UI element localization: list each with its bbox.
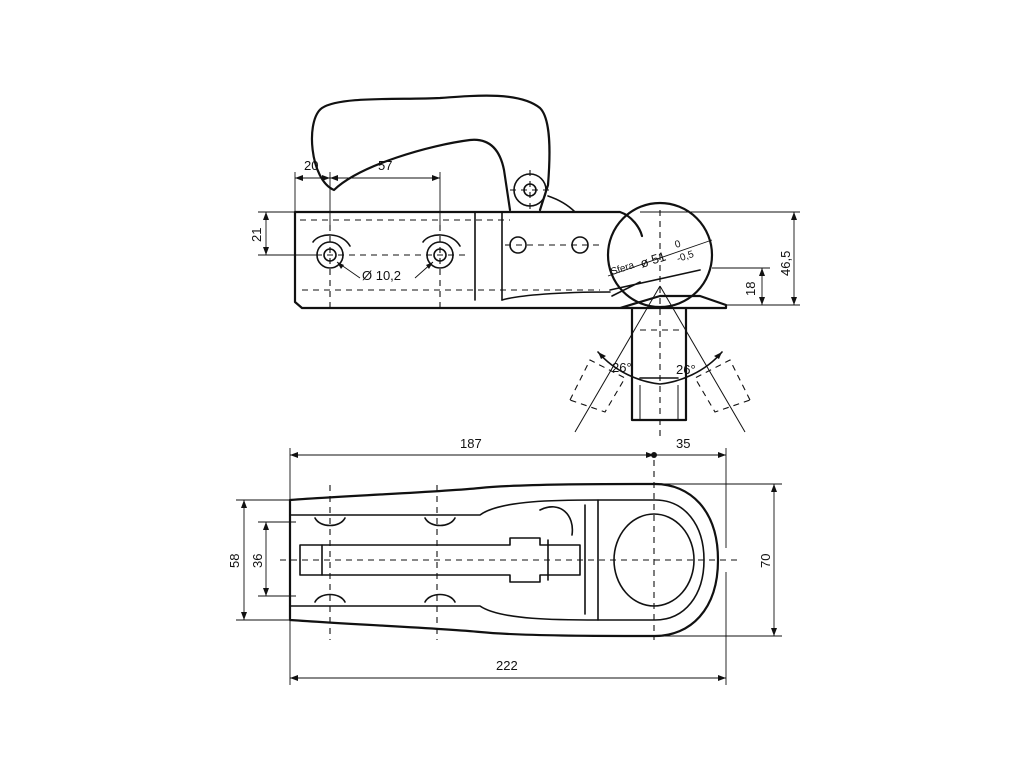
hole-diameter-label: Ø 10,2 [362, 268, 401, 283]
dim-21-label: 21 [249, 228, 264, 242]
dim-35-label: 35 [676, 436, 690, 451]
dim-187-label: 187 [460, 436, 482, 451]
dim-222-label: 222 [496, 658, 518, 673]
dim-58-label: 58 [227, 554, 242, 568]
body-outline [293, 210, 728, 310]
sphere-diameter-label: ø 51 [638, 249, 667, 271]
dim-20-label: 20 [304, 158, 318, 173]
dim-46-5-label: 46,5 [778, 251, 793, 276]
top-view: 187 35 222 58 36 70 [227, 436, 782, 685]
pivot-outer [513, 173, 547, 207]
top-outline [288, 482, 720, 638]
dim-70-label: 70 [758, 554, 773, 568]
dim-18-label: 18 [743, 282, 758, 296]
sphere-tolerance-upper: 0 [674, 239, 683, 251]
shank [630, 306, 688, 422]
locking-bolt [299, 537, 581, 583]
handle-lever [310, 94, 551, 212]
side-view: 20 57 21 Ø 10,2 Sfera ø 51 0 -0,5 18 [249, 94, 800, 440]
ball-socket [606, 201, 714, 309]
angle-left-label: 26° [612, 360, 632, 375]
sphere-label: Sfera [610, 260, 637, 278]
sphere-tolerance-lower: -0,5 [676, 249, 696, 265]
dim-57-label: 57 [378, 158, 392, 173]
dim-36-label: 36 [250, 554, 265, 568]
angle-right-label: 26° [676, 362, 696, 377]
